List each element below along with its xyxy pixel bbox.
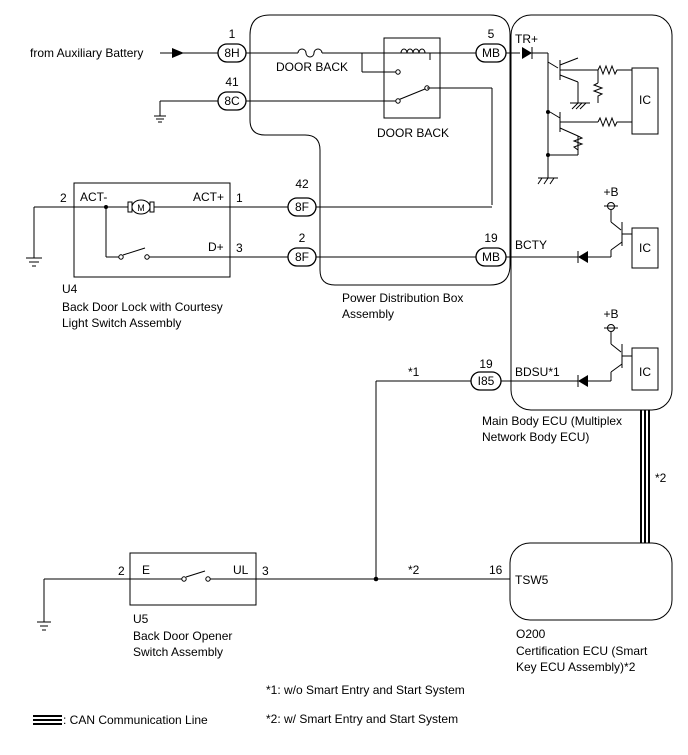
feed-arrow-icon <box>172 48 184 58</box>
plus-b-2: +B <box>603 307 618 321</box>
u5-e-label: E <box>142 563 150 577</box>
pin-8f-d: 2 <box>299 231 306 245</box>
ground-icon <box>37 621 51 631</box>
note-2: *2: w/ Smart Entry and Start System <box>266 712 458 726</box>
connector-8c-label: 8C <box>224 94 240 108</box>
ic-2 <box>631 227 659 269</box>
relay-box <box>383 37 441 119</box>
u4-box <box>73 182 231 278</box>
pdb-name-2: Assembly <box>342 307 394 321</box>
connector-mb-bcty-label: MB <box>482 250 500 264</box>
u4-dp-label: D+ <box>208 240 224 254</box>
o200-tsw5-label: TSW5 <box>515 573 549 587</box>
plus-b-1: +B <box>603 185 618 199</box>
fuse-label: DOOR BACK <box>276 60 348 74</box>
u5-name-1: Back Door Opener <box>133 629 232 643</box>
aux-battery-label: from Auxiliary Battery <box>30 46 143 60</box>
o200-code: O200 <box>516 627 546 641</box>
ground-icon <box>571 102 587 110</box>
transistor-icon <box>547 57 598 83</box>
transistor-icon <box>610 221 632 251</box>
main-body-ecu-name-1: Main Body ECU (Multiplex <box>482 414 622 428</box>
ground-icon <box>26 257 42 267</box>
u4-name-2: Light Switch Assembly <box>62 316 181 330</box>
ic-3-label: IC <box>639 365 651 379</box>
pin-8c: 41 <box>225 75 239 89</box>
bcty-label: BCTY <box>515 238 547 252</box>
diode-icon <box>577 375 588 387</box>
pdb-box <box>249 14 511 286</box>
pin-8f-act: 42 <box>295 177 309 191</box>
pin-8h: 1 <box>229 27 236 41</box>
connector-i85-label: I85 <box>478 374 495 388</box>
note-1: *1: w/o Smart Entry and Start System <box>266 683 465 697</box>
ground-icon <box>537 177 555 185</box>
u5-name-2: Switch Assembly <box>133 645 223 659</box>
relay-coil-icon <box>400 48 426 54</box>
u5-ul-label: UL <box>233 563 249 577</box>
main-body-ecu-box <box>510 14 673 411</box>
diode-icon <box>522 47 533 59</box>
junction-dot <box>373 576 379 582</box>
pin-i85: 19 <box>479 357 493 371</box>
switch-icon <box>118 247 150 260</box>
o200-box <box>509 542 673 621</box>
can-legend-label: : CAN Communication Line <box>63 713 208 727</box>
can-legend-icon <box>33 715 62 725</box>
tr-plus-label: TR+ <box>515 32 538 46</box>
connector-8f-act-label: 8F <box>295 200 309 214</box>
can-communication-line <box>640 410 650 543</box>
u5-code: U5 <box>133 612 149 626</box>
connector-mb-tr-label: MB <box>482 46 500 60</box>
ic-1 <box>631 67 659 135</box>
wire-note-1: *1 <box>408 365 420 379</box>
connector-8f-d <box>287 247 317 267</box>
o200-name-2: Key ECU Assembly)*2 <box>516 660 636 674</box>
relay-label: DOOR BACK <box>377 126 449 140</box>
fuse-icon <box>297 48 323 58</box>
switch-icon <box>181 570 211 582</box>
transistor-icon <box>610 343 632 373</box>
u4-code: U4 <box>62 282 78 296</box>
main-body-ecu-name-2: Network Body ECU) <box>482 430 589 444</box>
ic-1-label: IC <box>639 93 651 107</box>
u4-pin-actm: 2 <box>60 191 67 205</box>
svg-text:M: M <box>137 203 145 213</box>
o200-name-1: Certification ECU (Smart <box>516 644 648 658</box>
u4-actp-label: ACT+ <box>193 190 224 204</box>
motor-icon: M <box>127 199 155 215</box>
o200-pin: 16 <box>489 563 503 577</box>
ground-icon <box>154 115 166 123</box>
connector-8h-label: 8H <box>224 46 239 60</box>
diode-icon <box>577 251 588 263</box>
u4-actm-label: ACT- <box>80 190 107 204</box>
bdsu-label: BDSU*1 <box>515 365 560 379</box>
u5-pin-ul: 3 <box>262 564 269 578</box>
pdb-name-1: Power Distribution Box <box>342 291 463 305</box>
u4-name-1: Back Door Lock with Courtesy <box>62 300 223 314</box>
connector-8f-d-label: 8F <box>295 250 309 264</box>
ic-2-label: IC <box>639 241 651 255</box>
pin-mb-tr: 5 <box>488 27 495 41</box>
wire-note-2: *2 <box>408 563 420 577</box>
transistor-icon <box>549 111 598 137</box>
u4-pin-actp: 1 <box>236 191 243 205</box>
ic-3 <box>631 347 659 391</box>
u4-pin-dp: 3 <box>236 241 243 255</box>
u5-pin-e: 2 <box>118 564 125 578</box>
can-note: *2 <box>655 471 667 485</box>
pin-mb-bcty: 19 <box>484 231 498 245</box>
